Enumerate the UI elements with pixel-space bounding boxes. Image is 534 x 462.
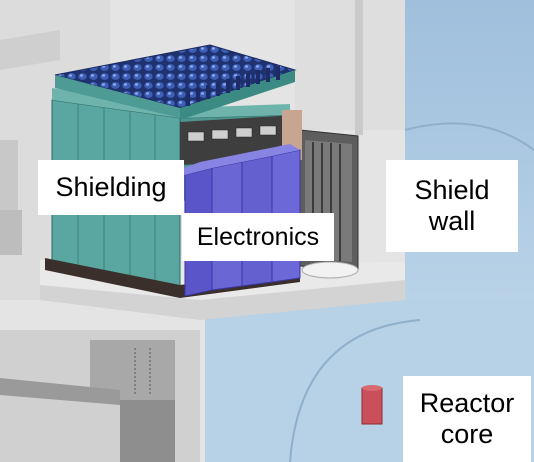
back-wall-right	[295, 0, 405, 130]
pmt-side-edge	[180, 70, 295, 120]
pool-curve	[404, 122, 534, 151]
reactor-core-top	[362, 385, 382, 391]
top-rim	[52, 88, 290, 118]
wall-edge	[355, 0, 363, 135]
pmt-cable-row	[186, 66, 280, 106]
ceiling-ledge	[0, 30, 60, 70]
shield-wall-label: Shield wall	[386, 160, 518, 252]
reactor-core-cylinder	[361, 387, 383, 425]
reactor-core-label: Reactor core	[403, 376, 531, 462]
lower-column-top	[90, 340, 175, 400]
left-block	[0, 210, 22, 255]
pmt-front-edge	[55, 75, 180, 118]
lower-beam	[0, 378, 120, 405]
electronics-label: Electronics	[182, 213, 334, 261]
floor-disc	[301, 261, 359, 279]
base-pallet	[45, 258, 300, 298]
shielding-label: Shielding	[38, 160, 184, 215]
lower-column	[120, 400, 175, 462]
pool-arc	[289, 319, 421, 462]
connector-row	[187, 125, 277, 142]
